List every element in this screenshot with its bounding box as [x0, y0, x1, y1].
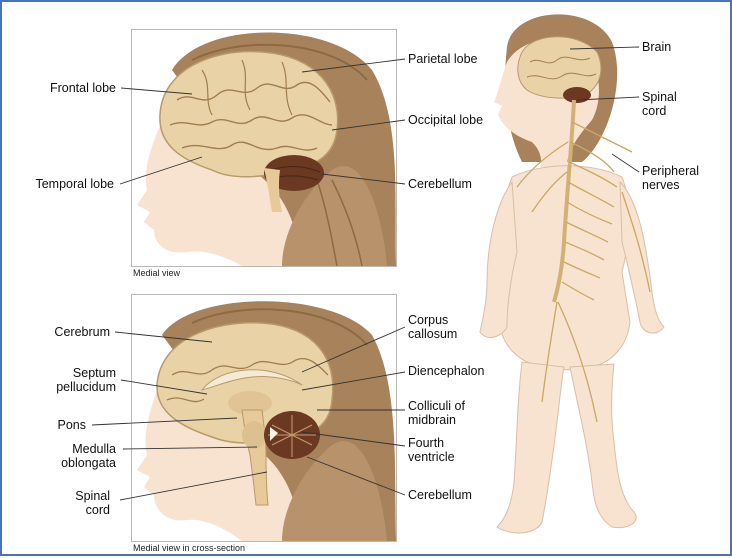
label-spinal-line1-body: Spinal: [642, 90, 677, 104]
label-septum-pellucidum: Septum pellucidum: [56, 366, 116, 394]
caption-medial-view: Medial view: [133, 268, 180, 278]
label-medulla-line2: oblongata: [61, 456, 116, 470]
label-septum-line2: pellucidum: [56, 380, 116, 394]
label-cerebellum-top: Cerebellum: [408, 177, 472, 191]
label-medulla-line1: Medulla: [72, 442, 116, 456]
label-temporal-lobe: Temporal lobe: [35, 177, 114, 191]
head-illustration-top: [132, 30, 396, 266]
label-corpus-line2: callosum: [408, 327, 457, 341]
label-pons: Pons: [58, 418, 87, 432]
bottom-panel: [131, 294, 397, 542]
label-brain: Brain: [642, 40, 671, 54]
label-occipital-lobe: Occipital lobe: [408, 113, 483, 127]
label-frontal-lobe: Frontal lobe: [50, 81, 116, 95]
label-medulla-oblongata: Medulla oblongata: [61, 442, 116, 470]
label-peripheral-line2: nerves: [642, 178, 680, 192]
label-fourth-line2: ventricle: [408, 450, 455, 464]
label-septum-line1: Septum: [73, 366, 116, 380]
label-parietal-lobe: Parietal lobe: [408, 52, 478, 66]
label-colliculi-line1: Colliculi of: [408, 399, 465, 413]
label-peripheral-nerves: Peripheral nerves: [642, 164, 699, 192]
label-spinal-cord-body: Spinal cord: [642, 90, 677, 118]
top-panel: [131, 29, 397, 267]
label-cerebrum: Cerebrum: [54, 325, 110, 339]
label-diencephalon: Diencephalon: [408, 364, 484, 378]
label-spinal-cord-bottom: Spinal cord: [75, 489, 110, 517]
label-spinal-line2-bottom: cord: [86, 503, 110, 517]
label-peripheral-line1: Peripheral: [642, 164, 699, 178]
label-fourth-ventricle: Fourth ventricle: [408, 436, 455, 464]
head-illustration-cross-section: [132, 295, 396, 541]
label-spinal-line2-body: cord: [642, 104, 666, 118]
label-cerebellum-bottom: Cerebellum: [408, 488, 472, 502]
caption-cross-section: Medial view in cross-section: [133, 543, 245, 553]
label-corpus-line1: Corpus: [408, 313, 448, 327]
label-fourth-line1: Fourth: [408, 436, 444, 450]
label-corpus-callosum: Corpus callosum: [408, 313, 457, 341]
label-colliculi-of-midbrain: Colliculi of midbrain: [408, 399, 465, 427]
label-colliculi-line2: midbrain: [408, 413, 456, 427]
label-spinal-line1-bottom: Spinal: [75, 489, 110, 503]
